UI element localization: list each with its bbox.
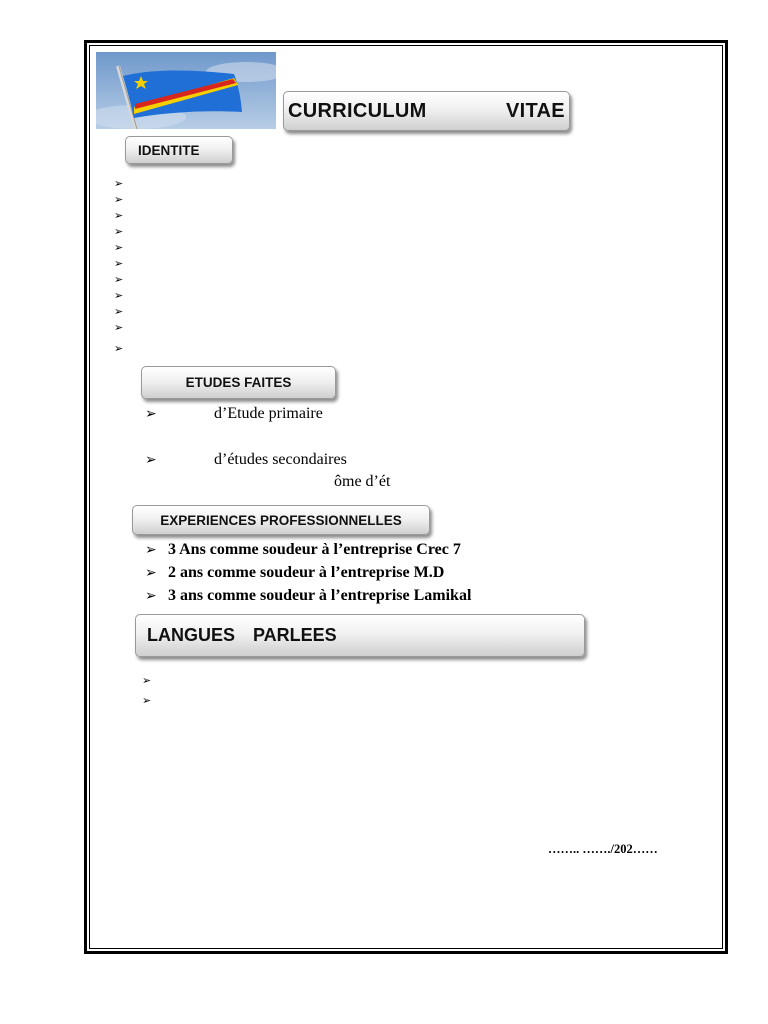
drc-flag-icon xyxy=(96,52,276,129)
identite-bullet-4: ➢ xyxy=(114,225,124,238)
section-heading-identite: IDENTITE xyxy=(125,136,233,164)
etudes-fragment: ôme d’ét xyxy=(334,473,391,490)
section-heading-etudes: ETUDES FAITES xyxy=(141,366,336,399)
etudes-item-primaire: d’Etude primaire xyxy=(214,405,323,422)
experience-item-1: 3 Ans comme soudeur à l’entreprise Crec … xyxy=(168,541,461,558)
section-heading-langues: LANGUES PARLEES xyxy=(135,614,585,657)
experience-bullet-1: ➢ xyxy=(145,542,157,558)
experience-item-2: 2 ans comme soudeur à l’entreprise M.D xyxy=(168,564,445,581)
experiences-heading-text: EXPERIENCES PROFESSIONNELLES xyxy=(160,512,402,528)
identite-bullet-5: ➢ xyxy=(114,241,124,254)
page-border-outer xyxy=(84,40,728,954)
experience-item-3: 3 ans comme soudeur à l’entreprise Lamik… xyxy=(168,587,472,604)
identite-bullet-7: ➢ xyxy=(114,273,124,286)
cv-title: CURRICULUM VITAE xyxy=(283,91,570,131)
etudes-bullet-1: ➢ xyxy=(145,406,157,422)
identite-bullet-8: ➢ xyxy=(114,289,124,302)
section-heading-experiences: EXPERIENCES PROFESSIONNELLES xyxy=(132,505,430,535)
identite-heading-text: IDENTITE xyxy=(138,142,200,158)
langues-bullet-1: ➢ xyxy=(142,674,152,687)
langues-heading-text: LANGUES PARLEES xyxy=(147,625,337,645)
identite-bullet-2: ➢ xyxy=(114,193,124,206)
etudes-heading-text: ETUDES FAITES xyxy=(185,375,292,390)
etudes-bullet-2: ➢ xyxy=(145,452,157,468)
langues-bullet-2: ➢ xyxy=(142,694,152,707)
identite-bullet-11: ➢ xyxy=(114,342,124,355)
etudes-item-secondaires: d’études secondaires xyxy=(214,451,347,468)
experience-bullet-2: ➢ xyxy=(145,565,157,581)
identite-bullet-3: ➢ xyxy=(114,209,124,222)
page-border-inner xyxy=(89,45,723,949)
identite-bullet-6: ➢ xyxy=(114,257,124,270)
identite-bullet-10: ➢ xyxy=(114,321,124,334)
experience-bullet-3: ➢ xyxy=(145,588,157,604)
identite-bullet-9: ➢ xyxy=(114,305,124,318)
date-line: …….. ……./202…… xyxy=(548,842,658,856)
cv-title-text: CURRICULUM VITAE xyxy=(288,99,565,122)
identite-bullet-1: ➢ xyxy=(114,177,124,190)
